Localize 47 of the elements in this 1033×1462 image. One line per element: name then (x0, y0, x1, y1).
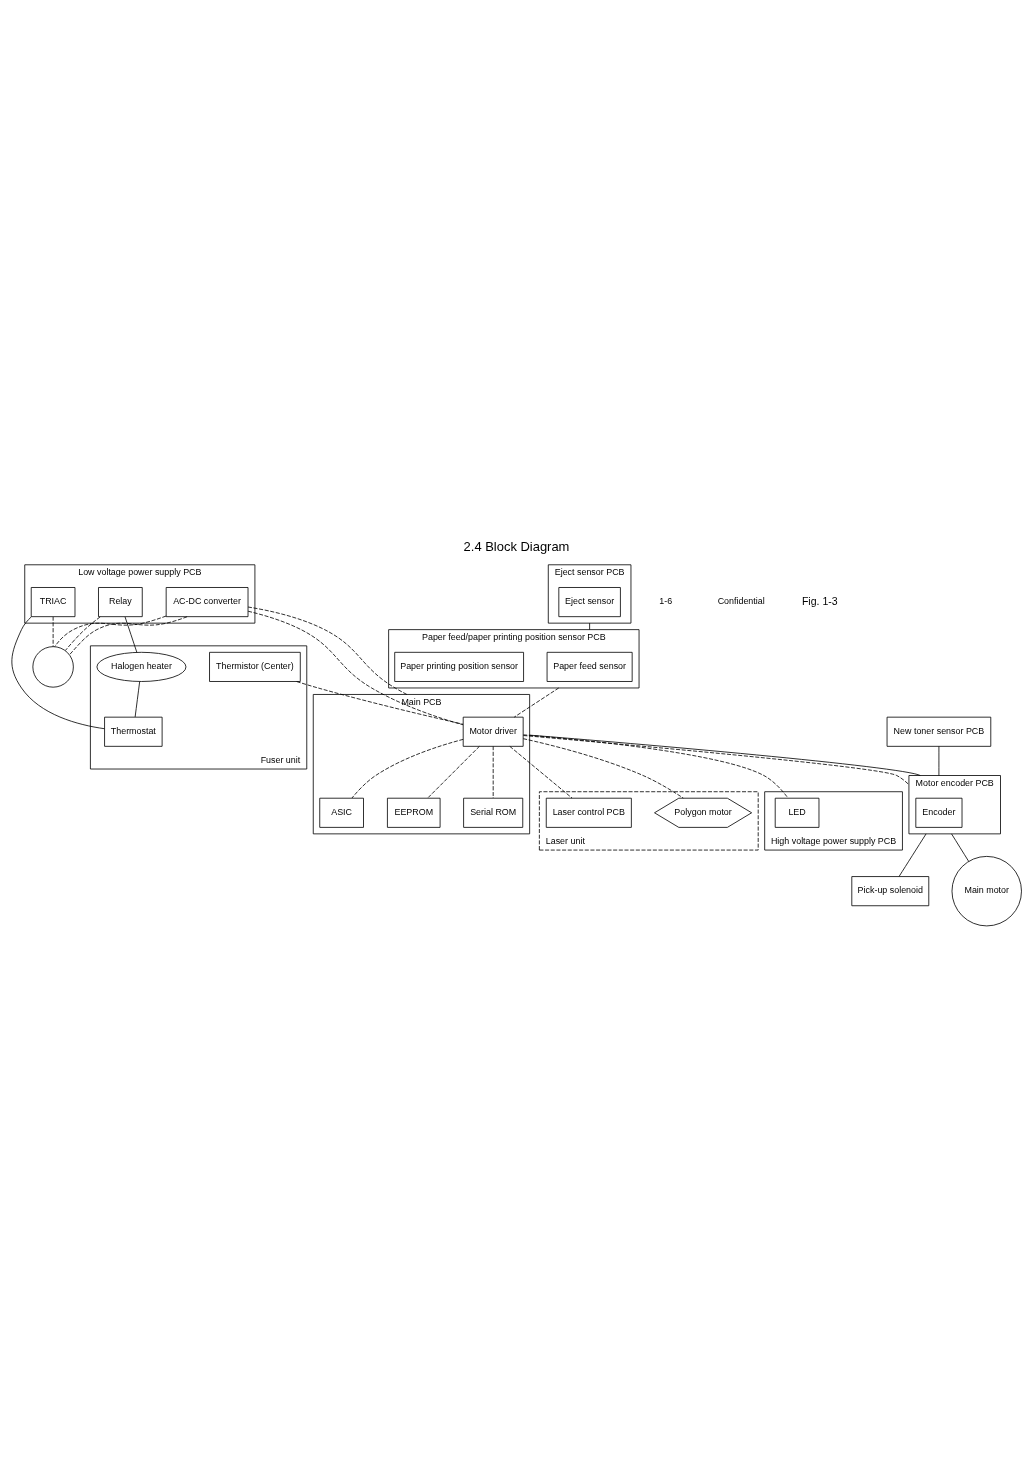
connector (52, 616, 54, 647)
node-box: New toner sensor PCB (886, 716, 992, 747)
connector (529, 734, 921, 776)
connector (492, 745, 494, 798)
connector (523, 734, 910, 785)
connector (134, 680, 141, 717)
node-box: ASIC (319, 797, 364, 828)
node-box: Motor driver (462, 716, 524, 747)
node-box: Relay (98, 586, 143, 617)
node-box: AC-DC converter (165, 586, 249, 617)
node-circle: Main motor (951, 855, 1022, 926)
connector (589, 622, 591, 630)
connector (124, 616, 138, 653)
connector (898, 832, 927, 877)
node-box: Serial ROM (463, 797, 524, 828)
node-box: Paper printing position sensor (394, 651, 524, 682)
node-box: Pick-up solenoid (851, 875, 930, 906)
node-box: TRIAC (30, 586, 76, 617)
node-box: Thermostat (104, 716, 163, 747)
node-box: Thermistor (Center) (209, 651, 301, 682)
connector (509, 745, 573, 798)
connector (54, 615, 167, 647)
label: Confidential (717, 595, 765, 606)
label: 1-6 (659, 595, 673, 606)
connector (69, 615, 188, 655)
connector (247, 610, 464, 725)
connector (938, 745, 940, 776)
node-box: Encoder (915, 797, 963, 828)
node-box: Paper feed sensor (546, 651, 633, 682)
connector (11, 616, 105, 729)
connector (427, 745, 480, 798)
connector (64, 615, 101, 651)
connector (247, 606, 408, 695)
connector (951, 832, 970, 862)
diagram-title: 2.4 Block Diagram (463, 538, 570, 554)
connector (296, 680, 464, 725)
node-box: LED (774, 797, 820, 828)
caption: Fig. 1-3 (801, 594, 838, 607)
connector (522, 737, 684, 798)
node-circle (32, 645, 74, 688)
node-box: Laser control PCB (545, 797, 632, 828)
node-box: EEPROM (387, 797, 441, 828)
node-box: Eject sensor (558, 586, 621, 617)
connector (522, 733, 789, 798)
connector (513, 687, 560, 717)
node-ellipse: Halogen heater (96, 651, 187, 682)
connector (351, 738, 464, 798)
